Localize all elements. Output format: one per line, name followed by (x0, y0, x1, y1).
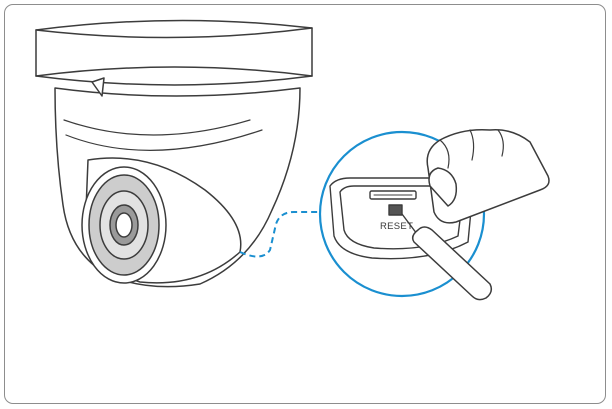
reset-pin-icon (401, 213, 493, 301)
camera-lens (81, 166, 167, 284)
reset-button (388, 204, 403, 216)
dashed-connector (239, 211, 322, 258)
dome-camera-icon (35, 19, 313, 288)
hand-icon (426, 128, 550, 224)
reset-label: RESET (380, 221, 413, 232)
